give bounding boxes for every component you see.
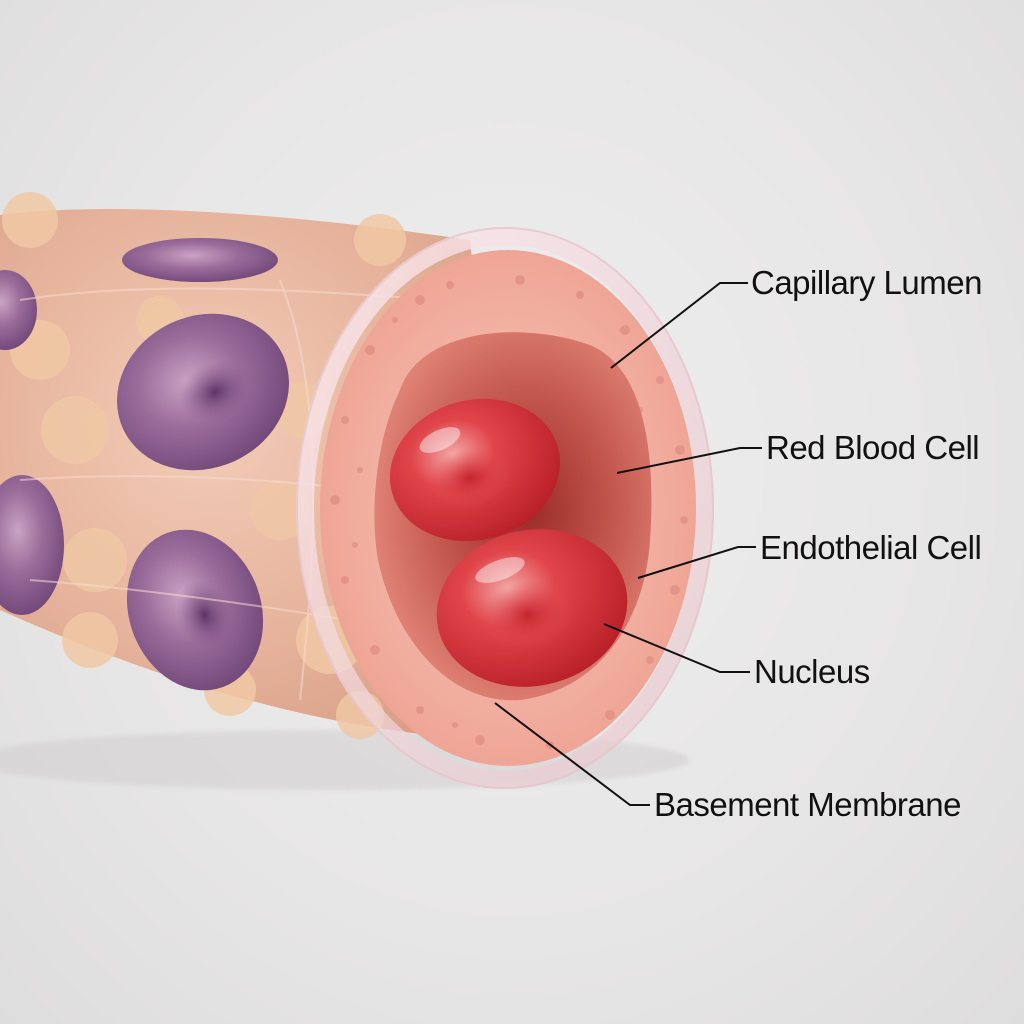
label-capillary-lumen: Capillary Lumen xyxy=(751,264,982,301)
leader-basement-membrane xyxy=(494,702,650,806)
label-nucleus: Nucleus xyxy=(754,653,870,690)
wall-pores xyxy=(330,275,688,749)
leader-nucleus xyxy=(603,623,750,673)
label-red-blood-cell: Red Blood Cell xyxy=(766,429,980,466)
leader-lines xyxy=(494,282,762,806)
red-blood-cell-upper xyxy=(389,398,561,542)
leader-endothelial-cell xyxy=(637,546,756,579)
red-blood-cell-lower xyxy=(436,529,628,687)
label-endothelial-cell: Endothelial Cell xyxy=(760,529,982,566)
leader-red-blood-cell xyxy=(616,447,762,474)
label-basement-membrane: Basement Membrane xyxy=(654,786,961,823)
surface-cells xyxy=(0,238,289,691)
leader-capillary-lumen xyxy=(610,282,748,369)
basement-membrane-rim xyxy=(296,227,714,789)
